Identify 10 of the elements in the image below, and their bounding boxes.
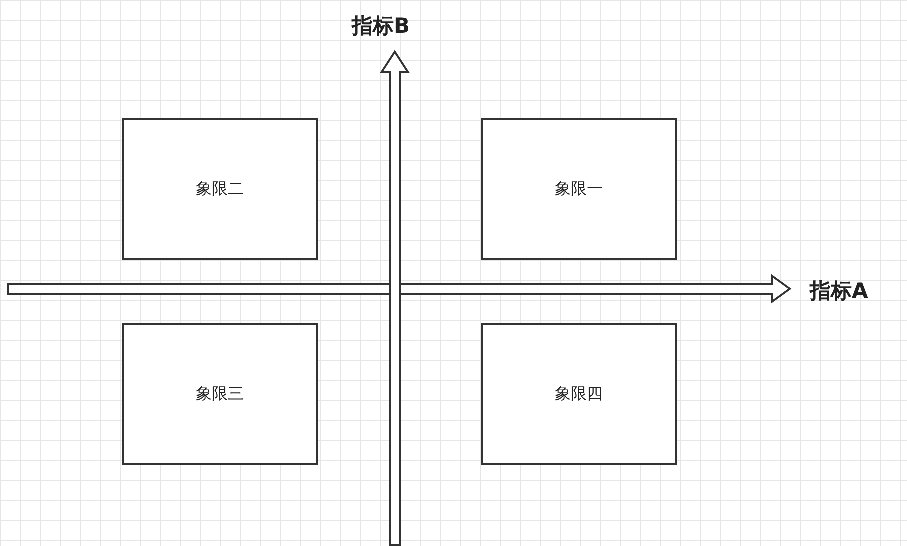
quadrant-label: 象限一 (555, 178, 603, 198)
quadrant-label: 象限三 (196, 384, 244, 402)
quadrant-box (481, 118, 677, 260)
axis-label: 指标A (810, 278, 868, 305)
quadrant-label: 象限二 (196, 178, 244, 198)
quadrant-box (122, 323, 318, 465)
quadrant-box (481, 323, 677, 465)
axis-label: 指标B (352, 13, 410, 40)
quadrant-box (122, 118, 318, 260)
quadrant-label: 象限四 (555, 384, 603, 402)
